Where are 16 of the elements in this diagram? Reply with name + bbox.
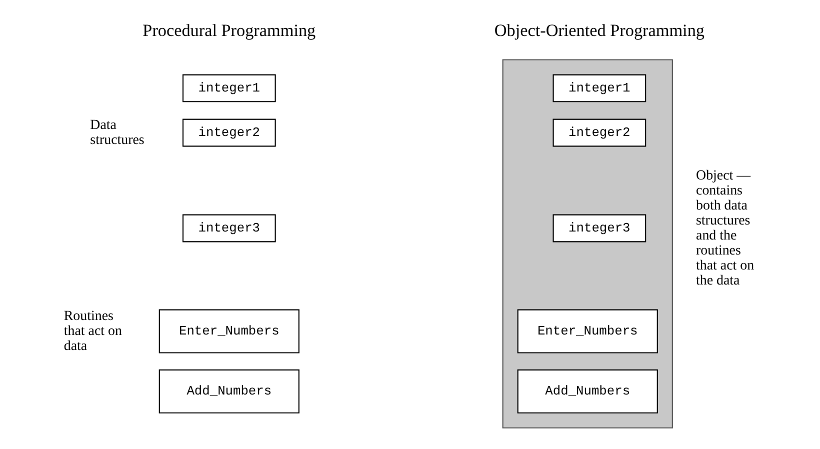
node-box: Enter_Numbers [158,309,300,354]
label: Object-Oriented Programming [494,20,704,40]
node-box: Enter_Numbers [517,309,658,354]
node-box: integer2 [552,118,646,147]
node-box: Add_Numbers [517,369,658,414]
label: Procedural Programming [142,20,316,40]
node-box: integer2 [182,118,276,147]
cluster [502,59,673,428]
label: Routines that act on data [64,308,122,354]
node-box: integer3 [552,214,646,242]
label: Data structures [90,118,144,148]
label: Object — contains both data structures and the routines that act on the data [696,168,754,288]
node-box: integer1 [182,74,276,102]
node-box: integer1 [552,74,646,102]
node-box: Add_Numbers [158,369,300,414]
node-box: integer3 [182,214,276,242]
